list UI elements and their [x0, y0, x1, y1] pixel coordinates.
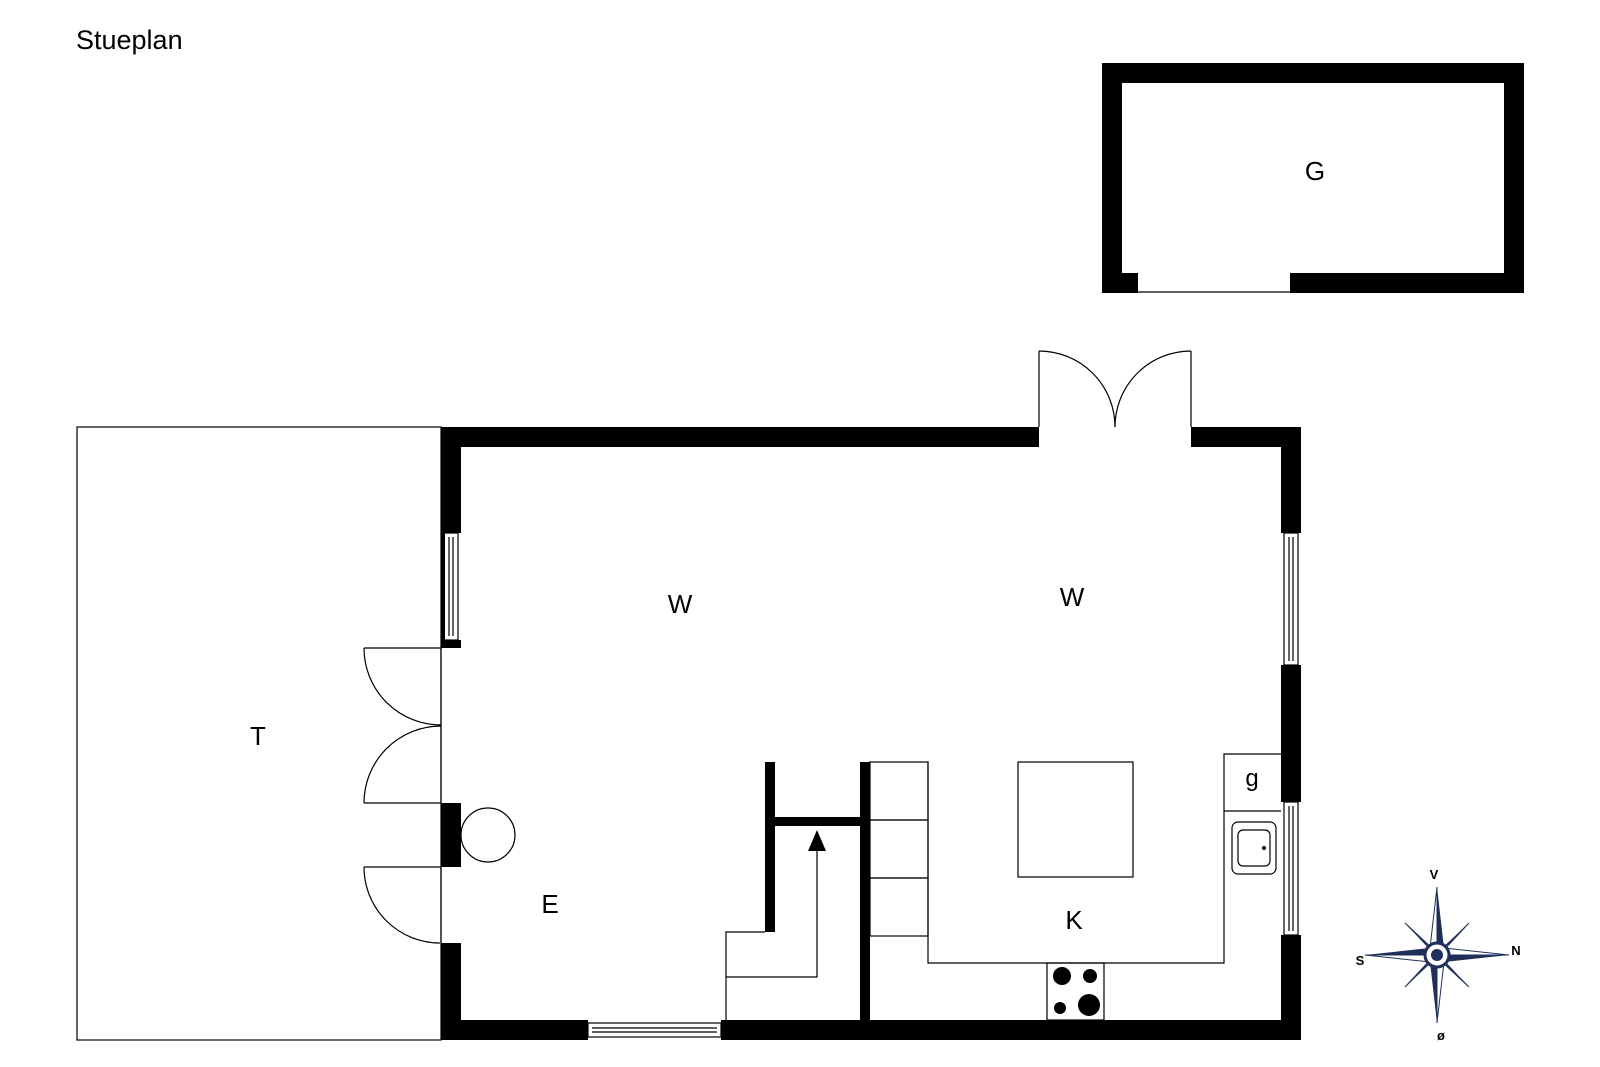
room-label-living-left: W — [668, 589, 693, 619]
room-label-kitchen: K — [1065, 905, 1083, 935]
compass-label-right: N — [1511, 943, 1520, 958]
house-walls — [441, 427, 1301, 1040]
round-fixture — [460, 807, 516, 863]
compass-rose — [1364, 886, 1510, 1024]
compass-label-bottom: ø — [1437, 1028, 1445, 1043]
room-label-terrace: T — [250, 721, 266, 751]
plan-title: Stueplan — [76, 25, 183, 55]
room-label-entrance: E — [541, 889, 558, 919]
kitchen-fixtures — [927, 753, 1281, 1021]
kitchen-island — [1017, 761, 1134, 878]
compass-label-left: S — [1356, 953, 1365, 968]
doors — [363, 350, 1192, 944]
room-label-living-right: W — [1060, 582, 1085, 612]
windows — [443, 532, 1299, 1038]
staircase — [725, 761, 929, 1020]
compass-label-top: V — [1430, 867, 1439, 882]
room-label-garage: G — [1305, 156, 1325, 186]
garage-outline — [1102, 63, 1524, 293]
room-label-appliance: g — [1245, 765, 1258, 792]
